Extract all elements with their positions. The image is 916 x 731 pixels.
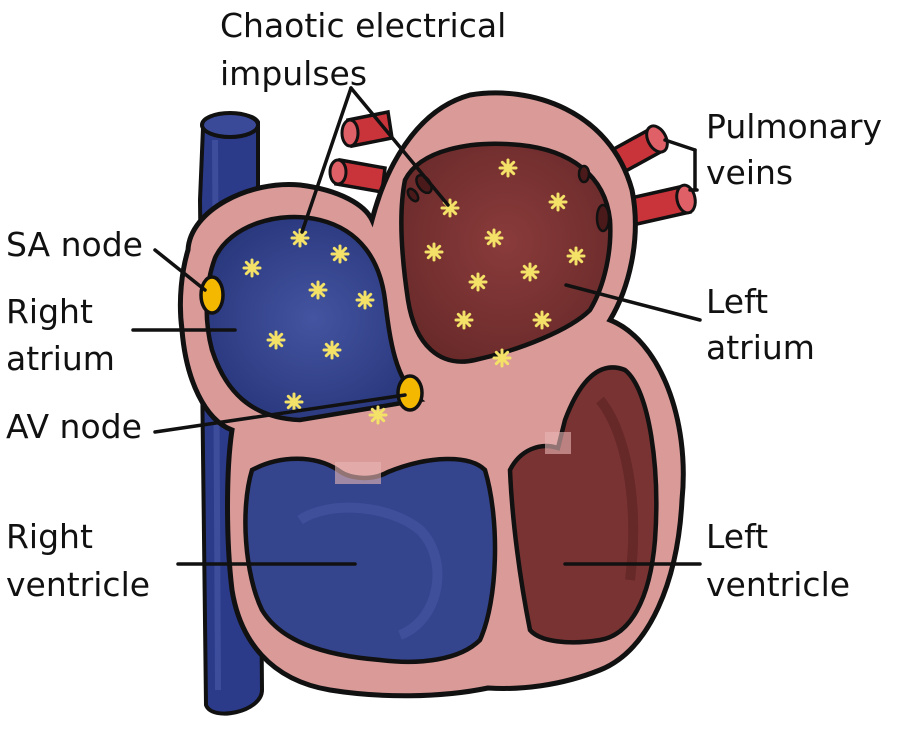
star-icon: [550, 194, 566, 210]
star-icon: [522, 264, 538, 280]
sa-node: [201, 277, 223, 313]
label-pulmonary-veins-line1: Pulmonary: [706, 107, 882, 147]
star-icon: [534, 312, 550, 328]
label-left-ventricle-line1: Left: [706, 517, 768, 557]
star-icon: [456, 312, 472, 328]
label-right-atrium-line2: atrium: [6, 339, 115, 379]
label-left-atrium-line2: atrium: [706, 328, 815, 368]
star-icon: [370, 407, 386, 423]
star-icon: [357, 292, 373, 308]
label-right-ventricle-line2: ventricle: [6, 565, 150, 605]
leader-pulmonary-top: [665, 140, 695, 150]
label-right-ventricle-line1: Right: [6, 517, 93, 557]
star-icon: [568, 248, 584, 264]
star-icon: [286, 394, 302, 410]
label-left-atrium-line1: Left: [706, 282, 768, 322]
av-node: [398, 376, 422, 410]
right-ventricle-chamber: [245, 459, 495, 662]
star-icon: [470, 274, 486, 290]
star-icon: [244, 260, 260, 276]
label-left-ventricle-line2: ventricle: [706, 565, 850, 605]
star-icon: [292, 230, 308, 246]
label-right-atrium-line1: Right: [6, 292, 93, 332]
label-av-node: AV node: [6, 407, 142, 447]
label-chaotic-impulses-line1: Chaotic electrical: [220, 6, 506, 46]
star-icon: [310, 282, 326, 298]
star-icon: [426, 244, 442, 260]
label-chaotic-impulses-line2: impulses: [220, 54, 367, 94]
label-sa-node: SA node: [6, 225, 143, 265]
star-icon: [494, 350, 510, 366]
star-icon: [500, 160, 516, 176]
star-icon: [324, 342, 340, 358]
star-icon: [486, 230, 502, 246]
star-icon: [332, 246, 348, 262]
star-icon: [268, 332, 284, 348]
label-pulmonary-veins-line2: veins: [706, 153, 793, 193]
